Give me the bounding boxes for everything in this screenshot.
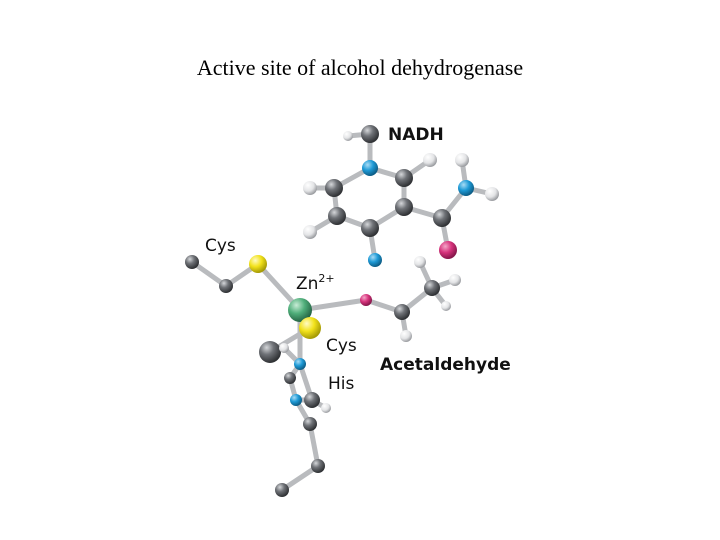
hydrogen-atom <box>279 343 289 353</box>
label-nadh: NADH <box>388 125 444 145</box>
label-his: His <box>328 374 355 394</box>
label-zn-charge: 2+ <box>318 272 334 285</box>
sulfur-atom <box>249 255 267 273</box>
carbon-atom <box>311 459 325 473</box>
carbon-atom <box>395 169 413 187</box>
carbon-atom <box>185 255 199 269</box>
bond <box>307 421 321 469</box>
nitrogen-atom <box>368 253 382 267</box>
hydrogen-atom <box>321 403 331 413</box>
nitrogen-atom <box>290 394 302 406</box>
hydrogen-atom <box>485 187 499 201</box>
carbon-atom <box>361 219 379 237</box>
label-zn-symbol: Zn <box>296 274 318 294</box>
hydrogen-atom <box>449 274 461 286</box>
carbon-atom <box>284 372 296 384</box>
hydrogen-atom <box>400 330 412 342</box>
carbon-atom <box>395 198 413 216</box>
label-cys-bottom: Cys <box>326 336 357 356</box>
carbon-atom <box>424 280 440 296</box>
carbon-atom <box>361 125 379 143</box>
nitrogen-atom <box>294 358 306 370</box>
bond <box>279 463 321 493</box>
hydrogen-atom <box>343 131 353 141</box>
carbon-atom <box>325 179 343 197</box>
nitrogen-atom <box>362 160 378 176</box>
carbon-atom <box>303 417 317 431</box>
oxygen-atom <box>439 241 457 259</box>
carbon-atom <box>433 209 451 227</box>
labels: NADH Cys Zn2+ Cys Acetaldehyde His <box>205 125 511 394</box>
nitrogen-atom <box>458 180 474 196</box>
hydrogen-atom <box>303 181 317 195</box>
carbon-atom <box>219 279 233 293</box>
hydrogen-atom <box>455 153 469 167</box>
oxygen-atom <box>360 294 372 306</box>
label-zn: Zn2+ <box>296 272 335 294</box>
atoms <box>185 125 499 497</box>
diagram-title: Active site of alcohol dehydrogenase <box>196 55 524 80</box>
hydrogen-atom <box>441 301 451 311</box>
hydrogen-atom <box>414 256 426 268</box>
zinc-atom <box>288 298 312 322</box>
carbon-atom <box>328 207 346 225</box>
carbon-atom <box>394 304 410 320</box>
sulfur-atom <box>299 317 321 339</box>
label-cys-top: Cys <box>205 236 236 256</box>
carbon-atom <box>259 341 281 363</box>
carbon-atom <box>304 392 320 408</box>
carbon-atom <box>275 483 289 497</box>
hydrogen-atom <box>303 225 317 239</box>
label-acetaldehyde: Acetaldehyde <box>380 355 511 375</box>
hydrogen-atom <box>423 153 437 167</box>
